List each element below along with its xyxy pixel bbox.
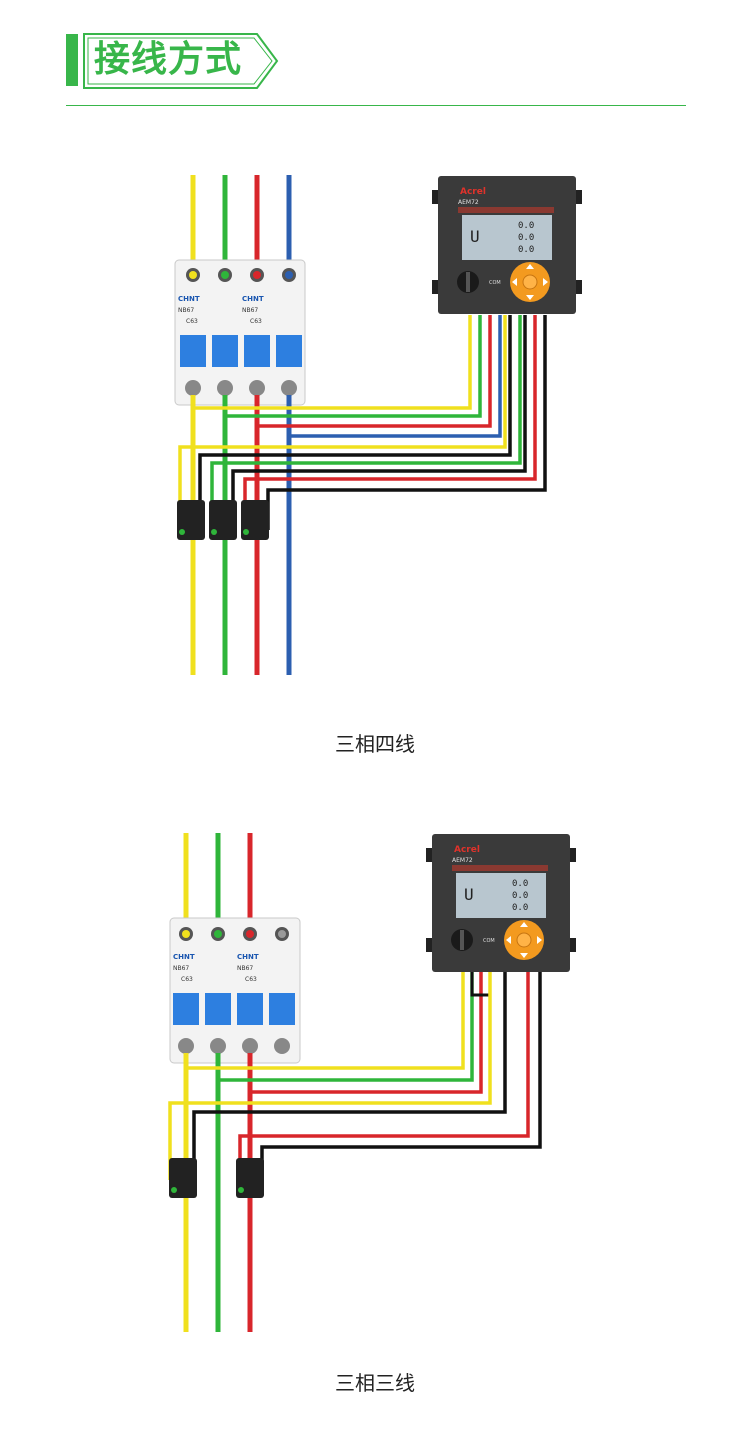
breaker-model-2: NB67 <box>242 307 258 314</box>
header-divider <box>66 105 686 106</box>
meter-brand: Acrel <box>460 187 486 197</box>
meter-lcd-value-1: 0.0 <box>518 221 534 231</box>
meter-model: AEM72 <box>458 199 479 206</box>
voltage-signal-wires <box>188 970 483 1094</box>
meter-key-label: COM <box>483 938 495 944</box>
section-header: 接线方式 <box>0 0 750 120</box>
circuit-breaker: CHNT CHNT NB67 NB67 C63 C63 <box>174 259 306 406</box>
breaker-brand-1: CHNT <box>178 295 200 303</box>
meter-lcd-value-1: 0.0 <box>512 879 528 889</box>
diagram-drawing: CHNT CHNT NB67 NB67 C63 C63 <box>168 833 576 1332</box>
meter-key-label: COM <box>489 280 501 286</box>
breaker-brand-2: CHNT <box>242 295 264 303</box>
current-transformers <box>169 1158 264 1198</box>
meter-lcd-symbol: U <box>470 227 480 246</box>
breaker-model-1: NB67 <box>178 307 194 314</box>
meter-lcd-value-3: 0.0 <box>518 245 534 255</box>
meter-lcd-value-2: 0.0 <box>518 233 534 243</box>
header-accent-bar <box>66 34 78 86</box>
breaker-rating-2: C63 <box>245 976 257 983</box>
power-meter: Acrel AEM72 U 0.0 0.0 0.0 COM <box>432 176 582 314</box>
section-title: 接线方式 <box>94 39 243 80</box>
meter-lcd-symbol: U <box>464 885 474 904</box>
meter-lcd-value-3: 0.0 <box>512 903 528 913</box>
breaker-brand-1: CHNT <box>173 953 195 961</box>
breaker-rating-2: C63 <box>250 318 262 325</box>
incoming-wires <box>190 175 292 265</box>
meter-model: AEM72 <box>452 857 473 864</box>
caption-3p3w: 三相三线 <box>335 1371 415 1395</box>
breaker-model-1: NB67 <box>173 965 189 972</box>
title-banner <box>83 33 279 89</box>
circuit-breaker: CHNT CHNT NB67 NB67 C63 C63 <box>169 917 301 1064</box>
wiring-diagram-3p4w: CHNT CHNT NB67 NB67 C63 C63 <box>0 160 750 700</box>
meter-lcd-value-2: 0.0 <box>512 891 528 901</box>
power-meter: Acrel AEM72 U 0.0 0.0 0.0 COM <box>426 834 576 972</box>
incoming-wires <box>183 833 253 925</box>
voltage-signal-wires <box>195 315 502 438</box>
breaker-rating-1: C63 <box>181 976 193 983</box>
breaker-brand-2: CHNT <box>237 953 259 961</box>
diagram-drawing: CHNT CHNT NB67 NB67 C63 C63 <box>174 175 582 675</box>
breaker-model-2: NB67 <box>237 965 253 972</box>
wiring-diagram-3p3w: CHNT CHNT NB67 NB67 C63 C63 <box>0 820 750 1350</box>
current-transformers <box>177 500 269 540</box>
meter-brand: Acrel <box>454 845 480 855</box>
caption-3p4w: 三相四线 <box>335 732 415 756</box>
breaker-rating-1: C63 <box>186 318 198 325</box>
